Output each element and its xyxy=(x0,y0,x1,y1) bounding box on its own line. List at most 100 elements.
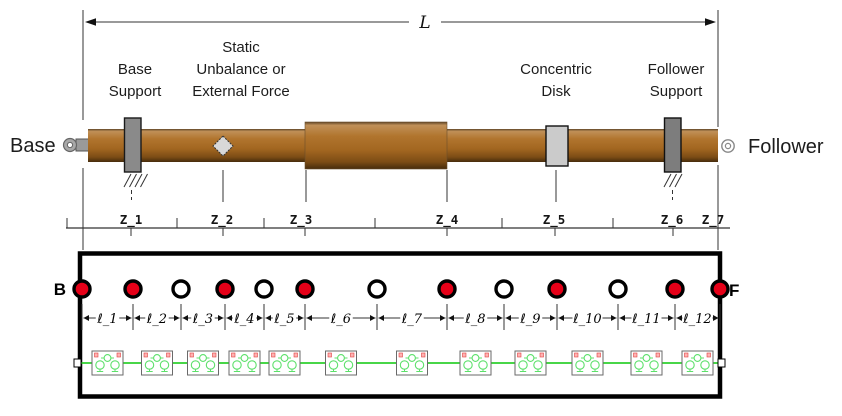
node-marker-filled xyxy=(437,279,457,299)
segment-element-block xyxy=(187,350,219,376)
node-marker-open xyxy=(171,279,191,299)
dim-arrow-right xyxy=(174,315,180,321)
dim-label-bg xyxy=(145,311,169,325)
length-dimension: L xyxy=(82,10,719,250)
segment-length-label: ℓ_4 xyxy=(233,312,254,327)
base-eyelet-icon xyxy=(62,137,90,153)
param-marker-icon xyxy=(212,352,217,358)
dim-arrow-left xyxy=(676,315,682,321)
dim-arrow-left xyxy=(448,315,454,321)
param-marker-icon xyxy=(462,352,467,358)
base-support xyxy=(123,117,148,200)
concentric-disk xyxy=(545,125,569,167)
segment-element-block xyxy=(459,350,492,376)
dim-label-bg xyxy=(232,311,257,325)
segment-length-label: ℓ_1 xyxy=(96,312,117,327)
port-connector-right xyxy=(717,358,726,368)
param-marker-icon xyxy=(484,352,489,358)
length-label: L xyxy=(418,13,430,33)
ground-hatching-icon xyxy=(663,173,683,188)
follower-node-label: F xyxy=(729,281,739,300)
param-marker-icon xyxy=(539,352,544,358)
dim-arrow-right xyxy=(440,315,446,321)
node-marker-filled xyxy=(215,279,235,299)
segment-length-label: ℓ_7 xyxy=(401,312,423,327)
segment-element-block xyxy=(268,350,301,376)
node-marker-filled xyxy=(72,279,92,299)
rotary-element-icon xyxy=(337,354,345,362)
param-marker-icon xyxy=(231,352,236,358)
element-nodes xyxy=(72,279,730,299)
segment-length-label: ℓ_5 xyxy=(273,312,294,327)
segment-element-block xyxy=(325,350,357,376)
dim-label-bg xyxy=(329,311,353,325)
shaft-thick-section xyxy=(304,121,448,170)
arrowhead-left xyxy=(85,18,96,26)
param-marker-icon xyxy=(116,352,121,358)
param-marker-icon xyxy=(398,352,403,358)
z-label: Z_3 xyxy=(290,212,313,228)
param-marker-icon xyxy=(655,352,660,358)
param-marker-icon xyxy=(633,352,638,358)
z-label: Z_1 xyxy=(120,212,143,228)
follower-connector-icon xyxy=(721,139,735,153)
base-node-label: B xyxy=(54,280,66,299)
segment-element-block xyxy=(141,350,173,376)
rotary-element-icon xyxy=(280,354,289,362)
segment-length-label: ℓ_12 xyxy=(682,312,711,327)
segment-length-label: ℓ_10 xyxy=(572,312,601,327)
param-marker-icon xyxy=(271,352,276,358)
z-label: Z_2 xyxy=(211,212,234,228)
node-marker-open xyxy=(367,279,387,299)
param-marker-icon xyxy=(350,352,355,358)
dim-arrow-left xyxy=(182,315,188,321)
dim-arrow-left xyxy=(134,315,140,321)
dim-arrow-right xyxy=(713,315,719,321)
dim-arrow-right xyxy=(611,315,617,321)
base-end-label: Base xyxy=(10,135,56,157)
dim-arrow-right xyxy=(257,315,263,321)
segment-length-label: ℓ_3 xyxy=(192,312,213,327)
segment-length-label: ℓ_8 xyxy=(464,312,485,327)
dim-label-bg xyxy=(631,311,662,325)
rotary-element-icon xyxy=(240,354,249,362)
dim-arrow-right xyxy=(218,315,224,321)
param-marker-icon xyxy=(166,352,171,358)
rotary-element-icon xyxy=(153,354,161,362)
node-marker-open xyxy=(608,279,628,299)
segment-element-block xyxy=(514,350,547,376)
segment-element-block xyxy=(681,350,714,376)
param-marker-icon xyxy=(421,352,426,358)
dim-arrow-left xyxy=(265,315,271,321)
dim-label-bg xyxy=(682,311,713,325)
z-label: Z_4 xyxy=(436,212,459,228)
segment-length-label: ℓ_2 xyxy=(146,312,167,327)
ground-hatching-icon xyxy=(123,173,148,188)
dim-arrow-right xyxy=(298,315,304,321)
dim-arrow-right xyxy=(370,315,376,321)
dim-arrow-left xyxy=(558,315,564,321)
feature-leader-lines xyxy=(222,170,557,202)
node-marker-open xyxy=(254,279,274,299)
dim-label-bg xyxy=(191,311,215,325)
param-marker-icon xyxy=(253,352,258,358)
dim-arrow-left xyxy=(83,315,89,321)
dim-arrow-right xyxy=(497,315,503,321)
dim-arrow-right xyxy=(668,315,674,321)
param-marker-icon xyxy=(327,352,332,358)
rotary-element-icon xyxy=(408,354,416,362)
dim-arrow-right xyxy=(126,315,132,321)
segment-element-block xyxy=(91,350,124,376)
node-marker-filled xyxy=(123,279,143,299)
param-marker-icon xyxy=(684,352,689,358)
follower-end-label: Follower xyxy=(748,136,824,158)
param-marker-icon xyxy=(706,352,711,358)
simulation-chain xyxy=(73,350,726,376)
port-connector-left xyxy=(73,358,82,368)
